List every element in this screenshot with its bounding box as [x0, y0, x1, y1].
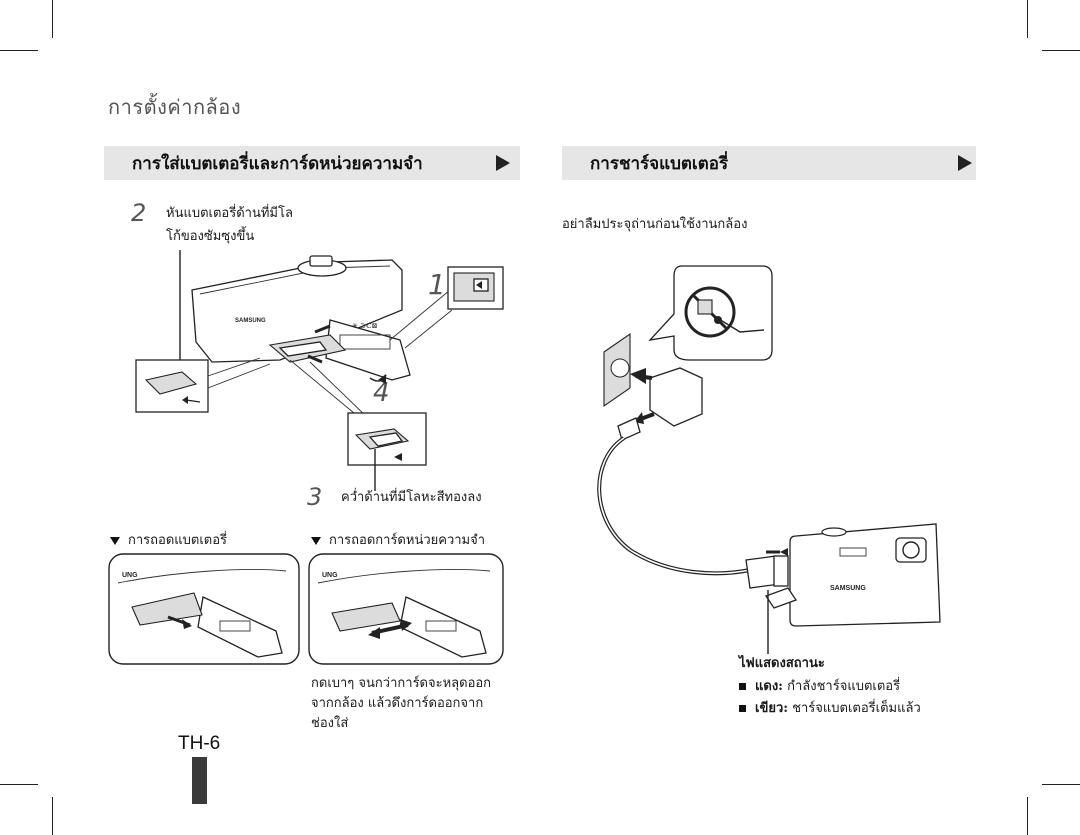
step-4-number: 4	[373, 378, 390, 408]
status-item-green: เขียว: ชาร์จแบตเตอรี่เต็มแล้ว	[739, 700, 921, 718]
remove-card-label: การถอดการ์ดหน่วยความจำ	[311, 532, 485, 550]
step-2-text-line2: โก้ของซัมซุงขึ้น	[166, 229, 255, 244]
crop-mark	[1027, 797, 1028, 835]
bullet-icon	[739, 683, 746, 690]
charge-note: อย่าลืมประจุถ่านก่อนใช้งานกล้อง	[562, 217, 748, 232]
svg-text:UNG: UNG	[122, 572, 138, 579]
status-item-red: แดง: กำลังชาร์จแบตเตอรี่	[739, 678, 900, 696]
card-note-line2: จากกล้อง แล้วดึงการ์ดออกจาก	[311, 696, 484, 711]
left-banner: การใส่แบตเตอรี่และการ์ดหน่วยความจำ	[104, 146, 520, 180]
battery-insert-illustration: SAMSUNG ✳ ⊃ℂ⊠	[135, 250, 453, 421]
card-note-line1: กดเบาๆ จนกว่าการ์ดจะหลุดออก	[311, 676, 492, 691]
door-lock-zoom	[447, 266, 504, 310]
triangle-down-icon	[311, 536, 321, 545]
right-banner-title: การชาร์จแบตเตอรี่	[590, 153, 729, 174]
arrow-right-icon	[496, 155, 510, 171]
step-2-number: 2	[131, 199, 147, 227]
left-banner-title: การใส่แบตเตอรี่และการ์ดหน่วยความจำ	[132, 153, 423, 174]
section-title: การตั้งค่ากล้อง	[108, 95, 242, 119]
card-insert-zoom	[347, 412, 427, 491]
svg-text:✳ ⊃ℂ⊠: ✳ ⊃ℂ⊠	[352, 322, 378, 330]
crop-mark	[0, 50, 38, 51]
camera-brand: SAMSUNG	[235, 318, 266, 324]
crop-mark	[1042, 50, 1080, 51]
arrow-right-icon	[958, 155, 972, 171]
crop-mark	[52, 797, 53, 835]
step-3-number: 3	[307, 483, 323, 511]
crop-mark	[1042, 784, 1080, 785]
page-number: TH-6	[178, 733, 221, 754]
step-2-text-line1: หันแบตเตอรี่ด้านที่มีโล	[166, 206, 293, 221]
step-1-number: 1	[428, 268, 446, 301]
remove-battery-label: การถอดแบตเตอรี่	[110, 532, 227, 550]
remove-battery-illustration: UNG	[108, 553, 300, 665]
svg-text:UNG: UNG	[322, 572, 338, 579]
bullet-icon	[739, 705, 746, 712]
crop-mark	[52, 0, 53, 38]
right-banner: การชาร์จแบตเตอรี่	[562, 146, 976, 180]
crop-mark	[0, 784, 38, 785]
camera-brand: SAMSUNG	[830, 585, 866, 592]
page-tab-marker	[192, 757, 207, 804]
triangle-down-icon	[110, 536, 120, 545]
crop-mark	[1027, 0, 1028, 38]
charging-illustration: SAMSUNG	[597, 265, 941, 654]
status-title: ไฟแสดงสถานะ	[739, 656, 825, 671]
step-3-text: คว่ำด้านที่มีโลหะสีทองลง	[341, 490, 482, 505]
remove-card-illustration: UNG	[308, 553, 504, 665]
card-note-line3: ช่องใส่	[311, 716, 349, 731]
